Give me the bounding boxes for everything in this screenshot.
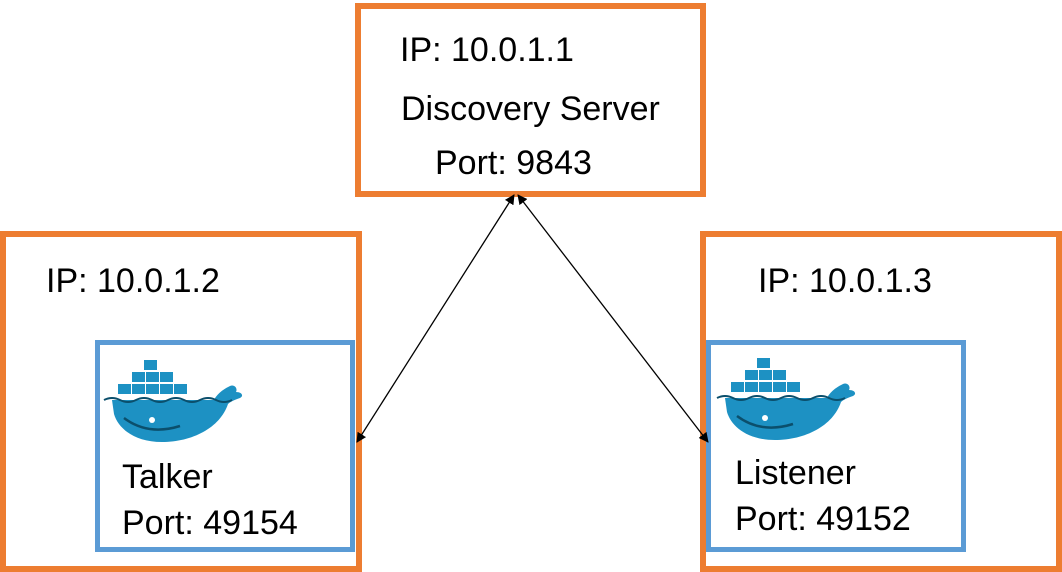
talker-port-label: Port: 49154 <box>122 504 298 542</box>
arrow-server-talker <box>356 194 515 443</box>
arrow-server-listener <box>517 194 709 443</box>
listener-port-label: Port: 49152 <box>735 500 911 538</box>
talker-host-ip-label: IP: 10.0.1.2 <box>46 262 220 300</box>
listener-name-label: Listener <box>735 454 856 492</box>
talker-container-box <box>95 340 355 552</box>
docker-whale-icon <box>716 358 856 440</box>
docker-whale-icon <box>103 360 243 442</box>
listener-host-ip-label: IP: 10.0.1.3 <box>758 262 932 300</box>
server-ip-label: IP: 10.0.1.1 <box>400 31 574 69</box>
listener-container-box <box>706 340 966 552</box>
server-port-label: Port: 9843 <box>435 144 592 182</box>
server-name-label: Discovery Server <box>401 90 660 128</box>
discovery-server-box <box>355 3 706 197</box>
talker-name-label: Talker <box>122 458 213 496</box>
